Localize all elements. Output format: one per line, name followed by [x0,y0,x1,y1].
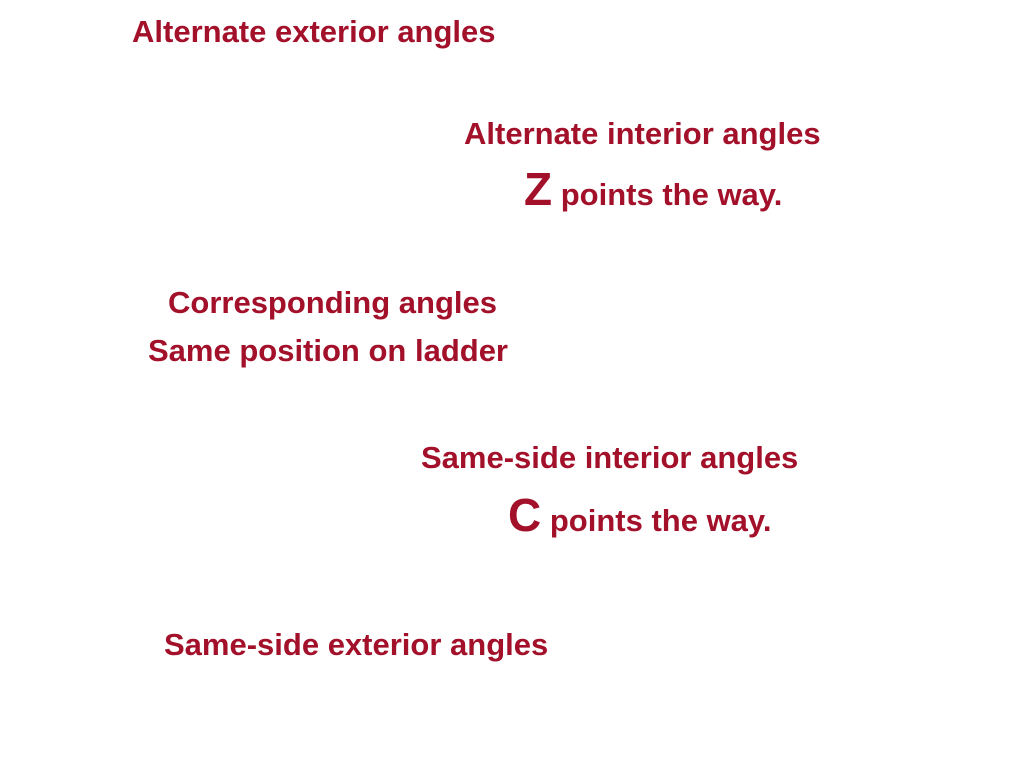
alternate-interior-angles-heading: Alternate interior angles [464,116,821,151]
c-letter: C [508,489,542,541]
alternate-exterior-angles-heading: Alternate exterior angles [132,14,496,49]
corresponding-angles-heading: Corresponding angles [168,285,497,320]
alternate-interior-hint-text: points the way. [560,177,783,212]
z-letter: Z [524,163,553,215]
same-side-interior-hint-text: points the way. [549,503,772,538]
same-side-interior-hint-line: C points the way. [508,492,771,538]
same-side-interior-angles-heading: Same-side interior angles [421,440,799,475]
same-side-exterior-angles-heading: Same-side exterior angles [164,627,549,662]
alternate-interior-hint-line: Z points the way. [524,166,782,212]
corresponding-angles-hint: Same position on ladder [148,333,508,368]
